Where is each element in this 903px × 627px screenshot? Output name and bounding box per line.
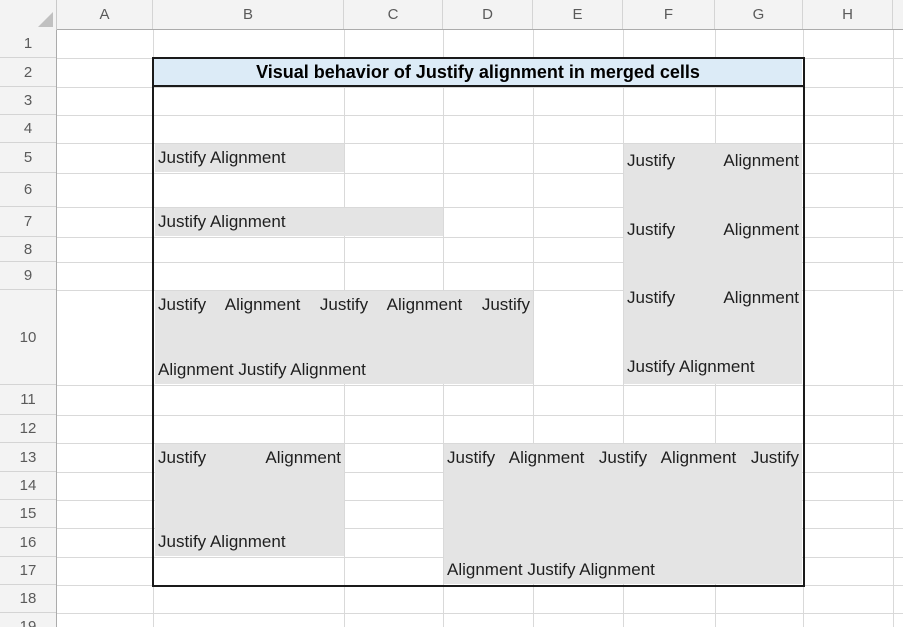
gridline [57, 585, 903, 586]
row-header-5[interactable]: 5 [0, 143, 56, 173]
cell-text-line: Alignment Justify Alignment [447, 560, 655, 579]
gridline [57, 290, 903, 291]
cell-text-line: Justify Alignment Justify Alignment Just… [158, 295, 530, 314]
row-header-18[interactable]: 18 [0, 585, 56, 613]
column-header-c[interactable]: C [344, 0, 443, 29]
row-header-3[interactable]: 3 [0, 87, 56, 115]
row-header-9[interactable]: 9 [0, 262, 56, 290]
gridline [57, 613, 903, 614]
row-header-14[interactable]: 14 [0, 472, 56, 500]
cell-f5-g10[interactable]: Justify Alignment Justify Alignment Just… [624, 144, 802, 384]
row-header-6[interactable]: 6 [0, 173, 56, 207]
gridline [57, 207, 903, 208]
row-header-19[interactable]: 19 [0, 613, 56, 627]
cell-text-line: Justify Alignment [158, 212, 286, 231]
column-header-f[interactable]: F [623, 0, 715, 29]
cell-text-line: Justify Alignment [627, 356, 755, 376]
cell-title-b2-g2[interactable]: Visual behavior of Justify alignment in … [154, 59, 802, 85]
gridline [57, 237, 903, 238]
row-header-12[interactable]: 12 [0, 415, 56, 443]
row-header-17[interactable]: 17 [0, 557, 56, 585]
row-header-15[interactable]: 15 [0, 500, 56, 528]
gridline [57, 443, 903, 444]
column-header-d[interactable]: D [443, 0, 533, 29]
gridline [893, 30, 894, 627]
row-header-10[interactable]: 10 [0, 290, 56, 385]
row-header-8[interactable]: 8 [0, 237, 56, 262]
row-header-16[interactable]: 16 [0, 528, 56, 557]
cell-b7-c7[interactable]: Justify Alignment [155, 208, 443, 236]
gridline [57, 415, 903, 416]
column-header-a[interactable]: A [57, 0, 153, 29]
gridline [153, 30, 154, 627]
gridline [57, 385, 903, 386]
gridline [533, 30, 534, 627]
cell-text-line: Justify Alignment [158, 532, 286, 551]
cell-text-line: Justify Alignment [158, 148, 286, 167]
gridline [623, 30, 624, 627]
row-header-7[interactable]: 7 [0, 207, 56, 237]
column-header-strip: A B C D E F G H [0, 0, 903, 30]
cell-b10-d10[interactable]: Justify Alignment Justify Alignment Just… [155, 291, 533, 384]
row-header-13[interactable]: 13 [0, 443, 56, 472]
gridline [57, 262, 903, 263]
gridline [57, 115, 903, 116]
select-all-triangle-icon [38, 12, 53, 27]
row-header-2[interactable]: 2 [0, 58, 56, 87]
row-header-strip: 1 2 3 4 5 6 7 8 9 10 11 12 13 14 15 16 1… [0, 30, 57, 627]
cell-text-line: Justify Alignment [627, 219, 799, 239]
cell-text-line: Justify Alignment Justify Alignment Just… [447, 448, 799, 467]
gridline [57, 173, 903, 174]
column-header-g[interactable]: G [715, 0, 803, 29]
sheet-title-text: Visual behavior of Justify alignment in … [256, 61, 700, 82]
row-header-4[interactable]: 4 [0, 115, 56, 143]
select-all-corner[interactable] [0, 0, 57, 30]
column-header-h[interactable]: H [803, 0, 893, 29]
cell-d13-g17[interactable]: Justify Alignment Justify Alignment Just… [444, 444, 802, 584]
cell-text-line: Alignment Justify Alignment [158, 360, 366, 379]
cell-b13-b16[interactable]: Justify Alignment Justify Alignment [155, 444, 344, 556]
row-header-1[interactable]: 1 [0, 30, 56, 58]
column-header-e[interactable]: E [533, 0, 623, 29]
cell-text-line: Justify Alignment [627, 288, 799, 308]
cell-b5[interactable]: Justify Alignment [155, 144, 344, 172]
row-header-11[interactable]: 11 [0, 385, 56, 415]
cell-text-line: Justify Alignment [158, 448, 341, 467]
column-header-b[interactable]: B [153, 0, 344, 29]
gridline [57, 143, 903, 144]
cell-text-line: Justify Alignment [627, 151, 799, 170]
gridline [803, 30, 804, 627]
gridline [57, 87, 903, 88]
